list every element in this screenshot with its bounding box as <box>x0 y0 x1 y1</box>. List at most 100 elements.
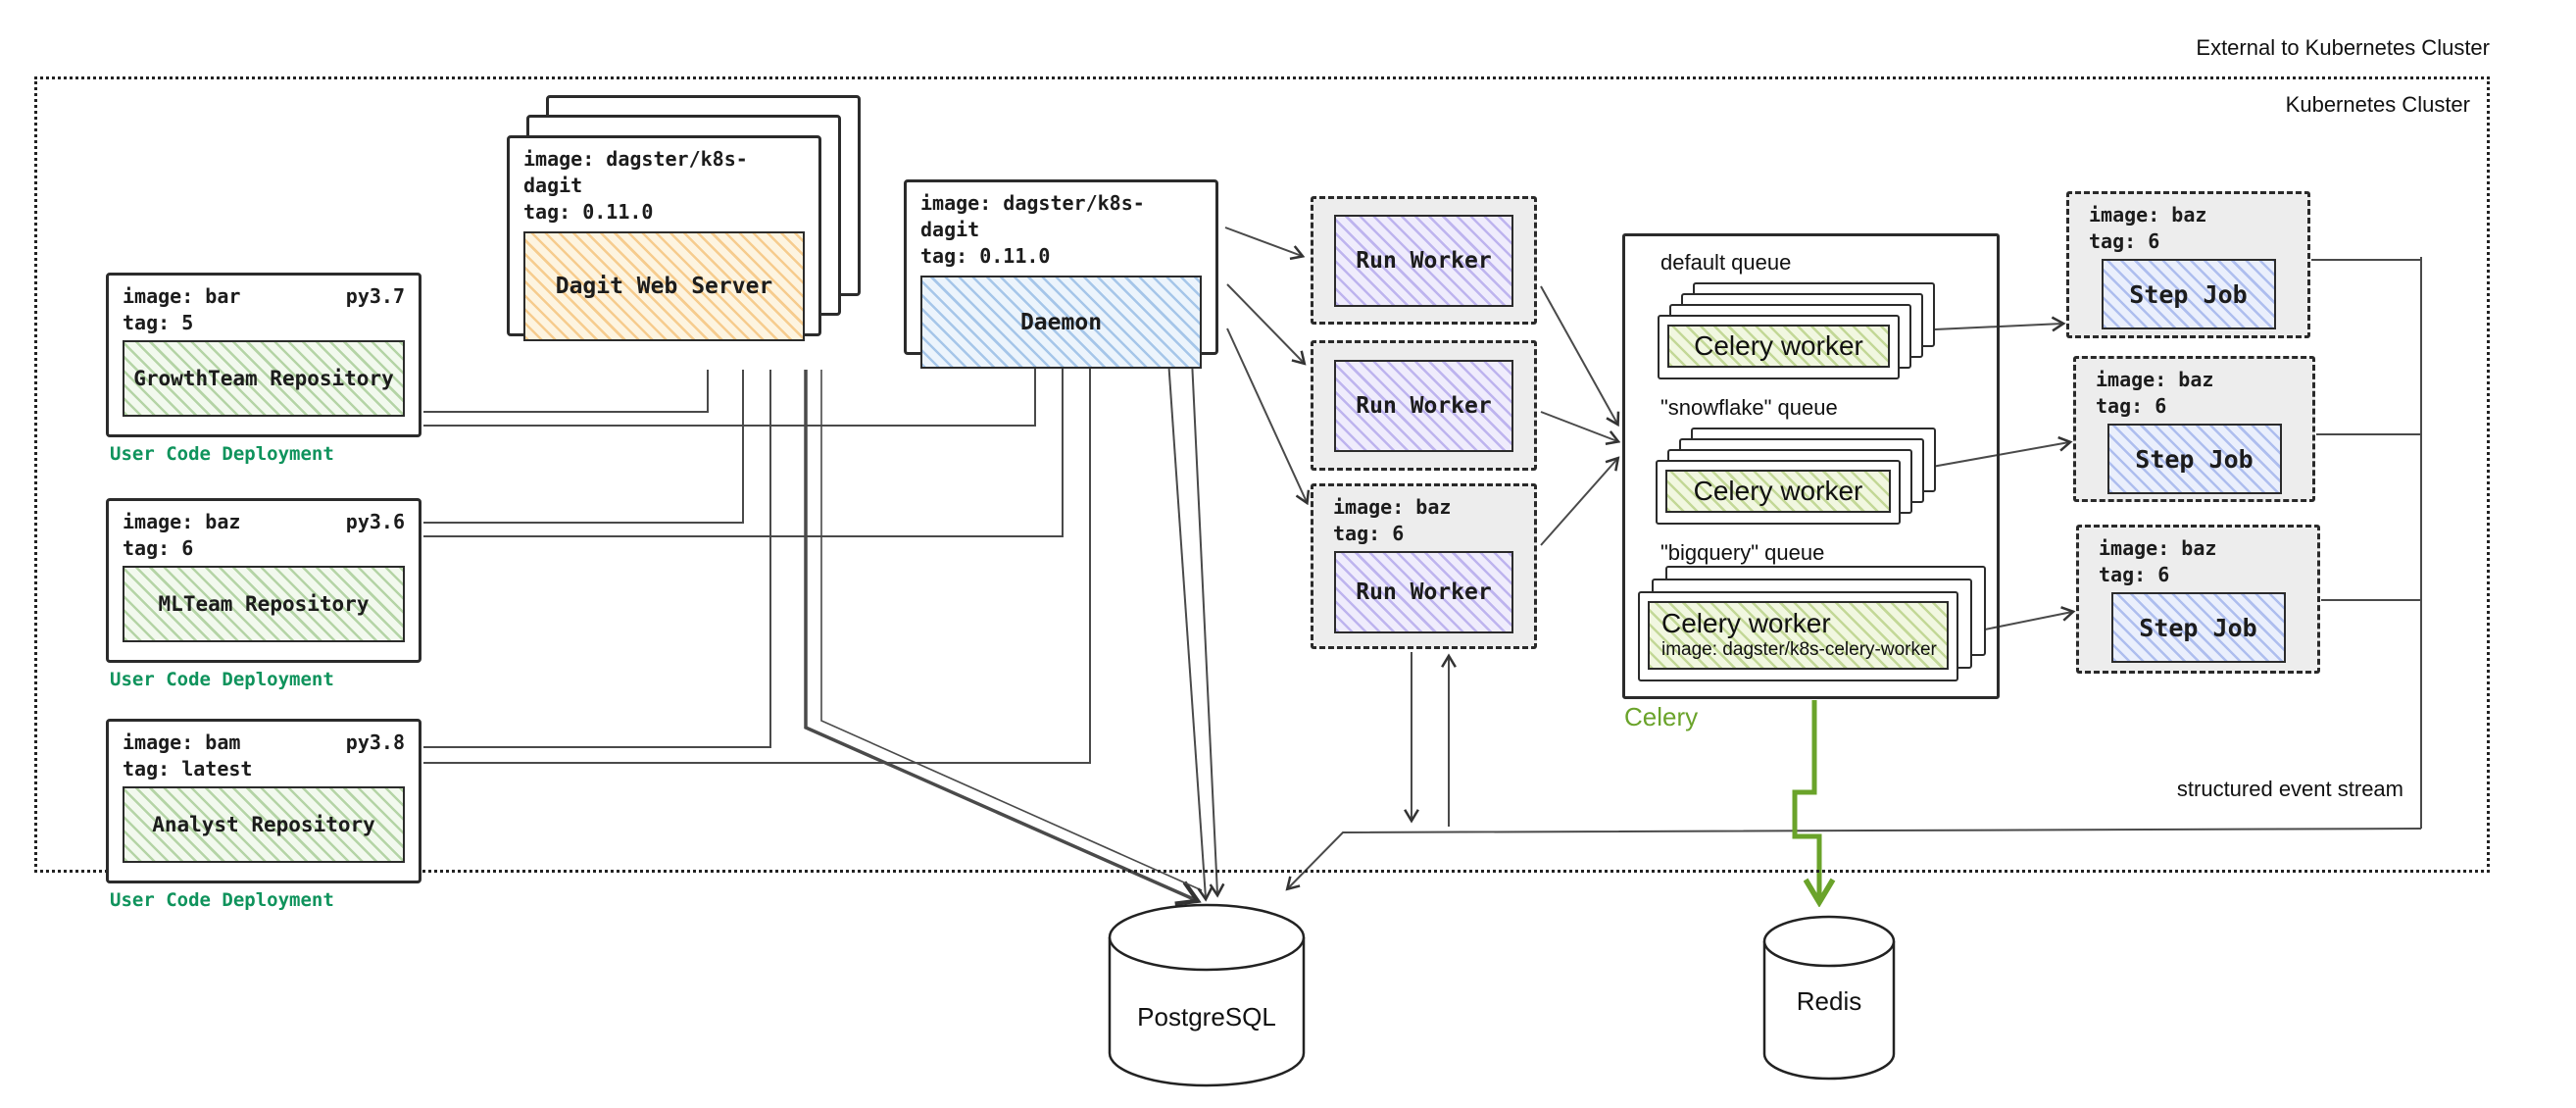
run-worker-image: image: baz <box>1333 495 1452 519</box>
daemon-label: Daemon <box>1019 309 1103 335</box>
step-job-2: image: baz tag: 6 Step Job <box>2073 356 2315 502</box>
redis-cylinder-top <box>1762 915 1896 968</box>
default-queue-stack: Celery worker <box>1658 282 1935 379</box>
celery-worker-card: Celery worker <box>1656 460 1901 525</box>
repository-name: Analyst Repository <box>152 813 375 836</box>
line-daemon-to-postgres-a <box>1167 359 1206 898</box>
dagit-tag: tag: 0.11.0 <box>523 200 654 224</box>
arrow-run-worker-2-to-celery <box>1540 411 1617 441</box>
external-cluster-label: External to Kubernetes Cluster <box>2196 35 2490 60</box>
repo-tag: tag: 5 <box>123 311 194 334</box>
snowflake-queue-stack: Celery worker <box>1656 428 1936 525</box>
run-worker-1: Run Worker <box>1311 196 1537 325</box>
event-stream-label: structured event stream <box>2176 777 2403 801</box>
line-repo2-to-dagit <box>423 370 744 524</box>
daemon-tag: tag: 0.11.0 <box>920 244 1051 268</box>
celery-worker-label: Celery worker <box>1661 608 1831 638</box>
repo-tag: tag: 6 <box>123 536 194 560</box>
celery-section: default queue Celery worker "snowflake" … <box>1622 233 2000 699</box>
postgres-cylinder <box>1108 937 1306 1087</box>
growthteam-repository-box: GrowthTeam Repository <box>123 340 405 417</box>
redis-label: Redis <box>1796 986 1862 1016</box>
arrow-daemon-to-run-worker-1 <box>1224 227 1302 256</box>
arrow-snowflakeq-to-step-job-2 <box>1920 442 2069 470</box>
arrow-daemon-to-run-worker-3 <box>1226 327 1307 502</box>
celery-worker-label: Celery worker <box>1693 476 1863 506</box>
run-worker-3: image: baz tag: 6 Run Worker <box>1311 483 1537 649</box>
run-worker-2-box: Run Worker <box>1334 359 1513 452</box>
step-job-1-box: Step Job <box>2101 259 2276 329</box>
celery-worker-card: Celery worker <box>1658 315 1900 379</box>
step-job-tag: tag: 6 <box>2099 563 2170 586</box>
default-queue-label: default queue <box>1660 250 1792 275</box>
kubernetes-cluster-border <box>34 76 2490 873</box>
step-job-2-box: Step Job <box>2106 424 2282 494</box>
run-worker-3-box: Run Worker <box>1334 551 1513 633</box>
repo-caption-mlteam: User Code Deployment <box>110 669 334 690</box>
run-worker-label: Run Worker <box>1356 579 1492 605</box>
daemon-card: image: dagster/k8s-dagit tag: 0.11.0 Dae… <box>904 179 1218 369</box>
step-job-1: image: baz tag: 6 Step Job <box>2066 191 2310 338</box>
bigquery-queue-stack: Celery worker image: dagster/k8s-celery-… <box>1638 566 1986 681</box>
step-job-3: image: baz tag: 6 Step Job <box>2076 525 2320 674</box>
postgres-cylinder-top <box>1108 903 1306 972</box>
run-worker-tag: tag: 6 <box>1333 522 1405 545</box>
celery-worker-label: Celery worker <box>1694 330 1863 361</box>
repo-card-growthteam: image: bar py3.7 tag: 5 GrowthTeam Reposi… <box>106 273 421 437</box>
repo-image: image: baz <box>123 510 241 533</box>
arrow-run-worker-1-to-celery <box>1540 285 1617 424</box>
repo-card-mlteam: image: baz py3.6 tag: 6 MLTeam Repository <box>106 498 421 663</box>
repo-python-version: py3.7 <box>345 284 405 308</box>
repo-tag: tag: latest <box>123 757 253 781</box>
mlteam-repository-box: MLTeam Repository <box>123 566 405 642</box>
dagit-web-server-box: Dagit Web Server <box>523 231 805 341</box>
line-dagit-to-postgres <box>804 370 1196 900</box>
arrow-bigqueryq-to-step-job-3 <box>1969 612 2072 633</box>
daemon-image: image: dagster/k8s-dagit <box>920 191 1145 241</box>
step-job-label: Step Job <box>2129 279 2248 309</box>
repo-image: image: bam <box>123 730 241 754</box>
repo-image: image: bar <box>123 284 241 308</box>
repository-name: MLTeam Repository <box>158 592 370 616</box>
line-repo3-to-dagit <box>423 370 771 748</box>
repo-python-version: py3.8 <box>345 730 405 754</box>
step-job-image: image: baz <box>2096 368 2214 391</box>
run-worker-1-box: Run Worker <box>1334 214 1513 307</box>
celery-worker-card-bigquery: Celery worker image: dagster/k8s-celery-… <box>1638 591 1958 681</box>
dagit-label: Dagit Web Server <box>555 274 773 299</box>
line-repo2-to-daemon <box>423 360 1064 537</box>
line-dagit-to-postgres-b <box>820 370 1203 891</box>
arrow-celery-to-redis <box>1792 700 1819 900</box>
arrow-run-worker-3-to-celery <box>1540 459 1617 546</box>
run-worker-2: Run Worker <box>1311 340 1537 471</box>
repository-name: GrowthTeam Repository <box>133 367 394 390</box>
repo-python-version: py3.6 <box>345 510 405 533</box>
repo-caption-growthteam: User Code Deployment <box>110 443 334 465</box>
run-worker-label: Run Worker <box>1356 247 1492 274</box>
line-repo1-to-dagit <box>423 370 709 413</box>
arrow-daemon-to-run-worker-2 <box>1226 283 1304 363</box>
redis-cylinder <box>1762 941 1896 1081</box>
analyst-repository-box: Analyst Repository <box>123 786 405 863</box>
line-repo1-to-daemon <box>423 360 1036 427</box>
dagit-web-server-card: image: dagster/k8s-dagit tag: 0.11.0 Dag… <box>507 135 821 341</box>
step-job-label: Step Job <box>2139 613 2257 642</box>
celery-worker-box: Celery worker <box>1667 325 1890 368</box>
step-job-label: Step Job <box>2135 444 2254 474</box>
daemon-box: Daemon <box>920 276 1202 369</box>
dagit-image: image: dagster/k8s-dagit <box>523 147 748 197</box>
celery-worker-box: Celery worker image: dagster/k8s-celery-… <box>1648 601 1949 670</box>
postgres-label: PostgreSQL <box>1137 1002 1276 1032</box>
line-daemon-to-postgres-b <box>1191 359 1217 894</box>
step-job-tag: tag: 6 <box>2089 229 2160 253</box>
kubernetes-cluster-label: Kubernetes Cluster <box>2285 92 2470 117</box>
bigquery-queue-label: "bigquery" queue <box>1660 540 1825 565</box>
snowflake-queue-label: "snowflake" queue <box>1660 395 1838 420</box>
celery-label: Celery <box>1624 702 1699 731</box>
repo-card-analyst: image: bam py3.8 tag: latest Analyst Repo… <box>106 719 421 883</box>
celery-worker-box: Celery worker <box>1665 470 1891 513</box>
line-repo3-to-daemon <box>423 360 1091 764</box>
step-job-image: image: baz <box>2089 203 2207 227</box>
